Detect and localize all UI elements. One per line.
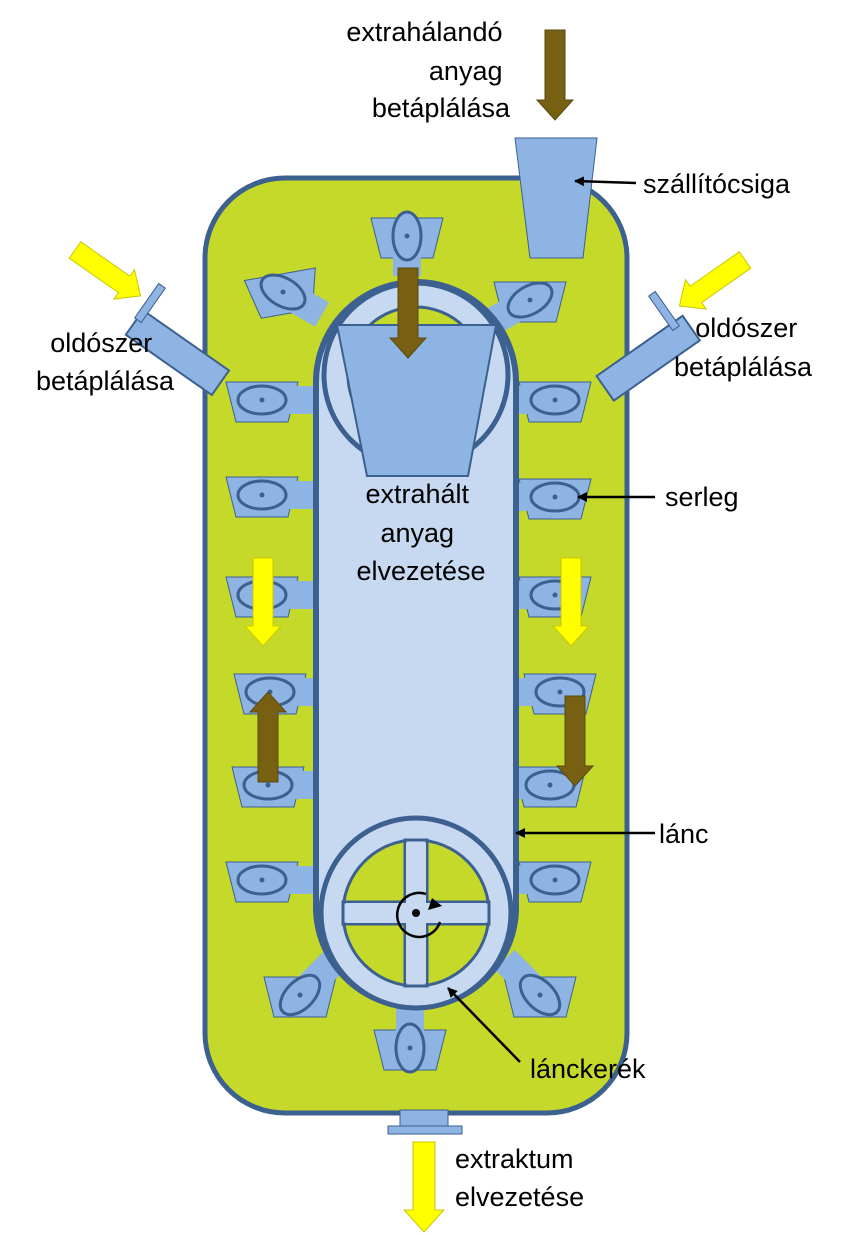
screw-conveyor xyxy=(514,137,598,259)
pointer-screw-conveyor xyxy=(574,176,637,187)
label-sprocket: lánckerék xyxy=(530,1054,646,1084)
bucket xyxy=(494,949,577,1018)
bucket xyxy=(225,476,322,518)
label-solvent-feed-right: oldószer betáplálása xyxy=(674,313,813,382)
flow-arrow-group xyxy=(68,29,752,1233)
label-extract-outlet: extraktum elvezetése xyxy=(455,1144,584,1212)
solvent-flow-arrow-icon xyxy=(551,557,591,647)
solid-flow-arrow-icon xyxy=(555,695,595,787)
label-bucket: serleg xyxy=(665,482,739,512)
label-chain: lánc xyxy=(659,819,709,849)
bucket xyxy=(484,281,567,335)
solvent-inlet-left xyxy=(124,282,231,397)
solvent-flow-arrow-icon xyxy=(68,241,142,300)
solvent-flow-arrow-icon xyxy=(678,251,752,310)
bucket xyxy=(231,766,318,808)
solid-flow-arrow-icon xyxy=(248,691,288,783)
solid-flow-arrow-icon xyxy=(535,29,575,121)
bottom-sprocket xyxy=(318,815,514,1011)
pointer-sprocket xyxy=(447,987,521,1063)
solvent-inlet-right xyxy=(595,290,702,403)
rotation-arrow-icon xyxy=(395,891,442,939)
solid-flow-arrow-icon xyxy=(388,267,428,359)
discharge-hopper xyxy=(335,324,498,477)
label-extracted-material: extrahált anyag elvezetése xyxy=(356,479,485,586)
solvent-flow-arrow-icon xyxy=(403,1141,445,1233)
extract-outlet-nozzle xyxy=(387,1109,463,1135)
label-solvent-feed-left: oldószer betáplálása xyxy=(36,328,175,396)
bucket xyxy=(243,267,329,327)
label-feed-material: extrahálandó anyag betáplálása xyxy=(346,17,511,123)
bucket xyxy=(225,381,322,423)
solvent-flow-arrow-icon xyxy=(243,557,283,647)
label-screw-conveyor: szállítócsiga xyxy=(643,169,791,199)
bucket xyxy=(225,861,322,903)
bucket xyxy=(263,949,346,1018)
bucket xyxy=(495,381,592,423)
